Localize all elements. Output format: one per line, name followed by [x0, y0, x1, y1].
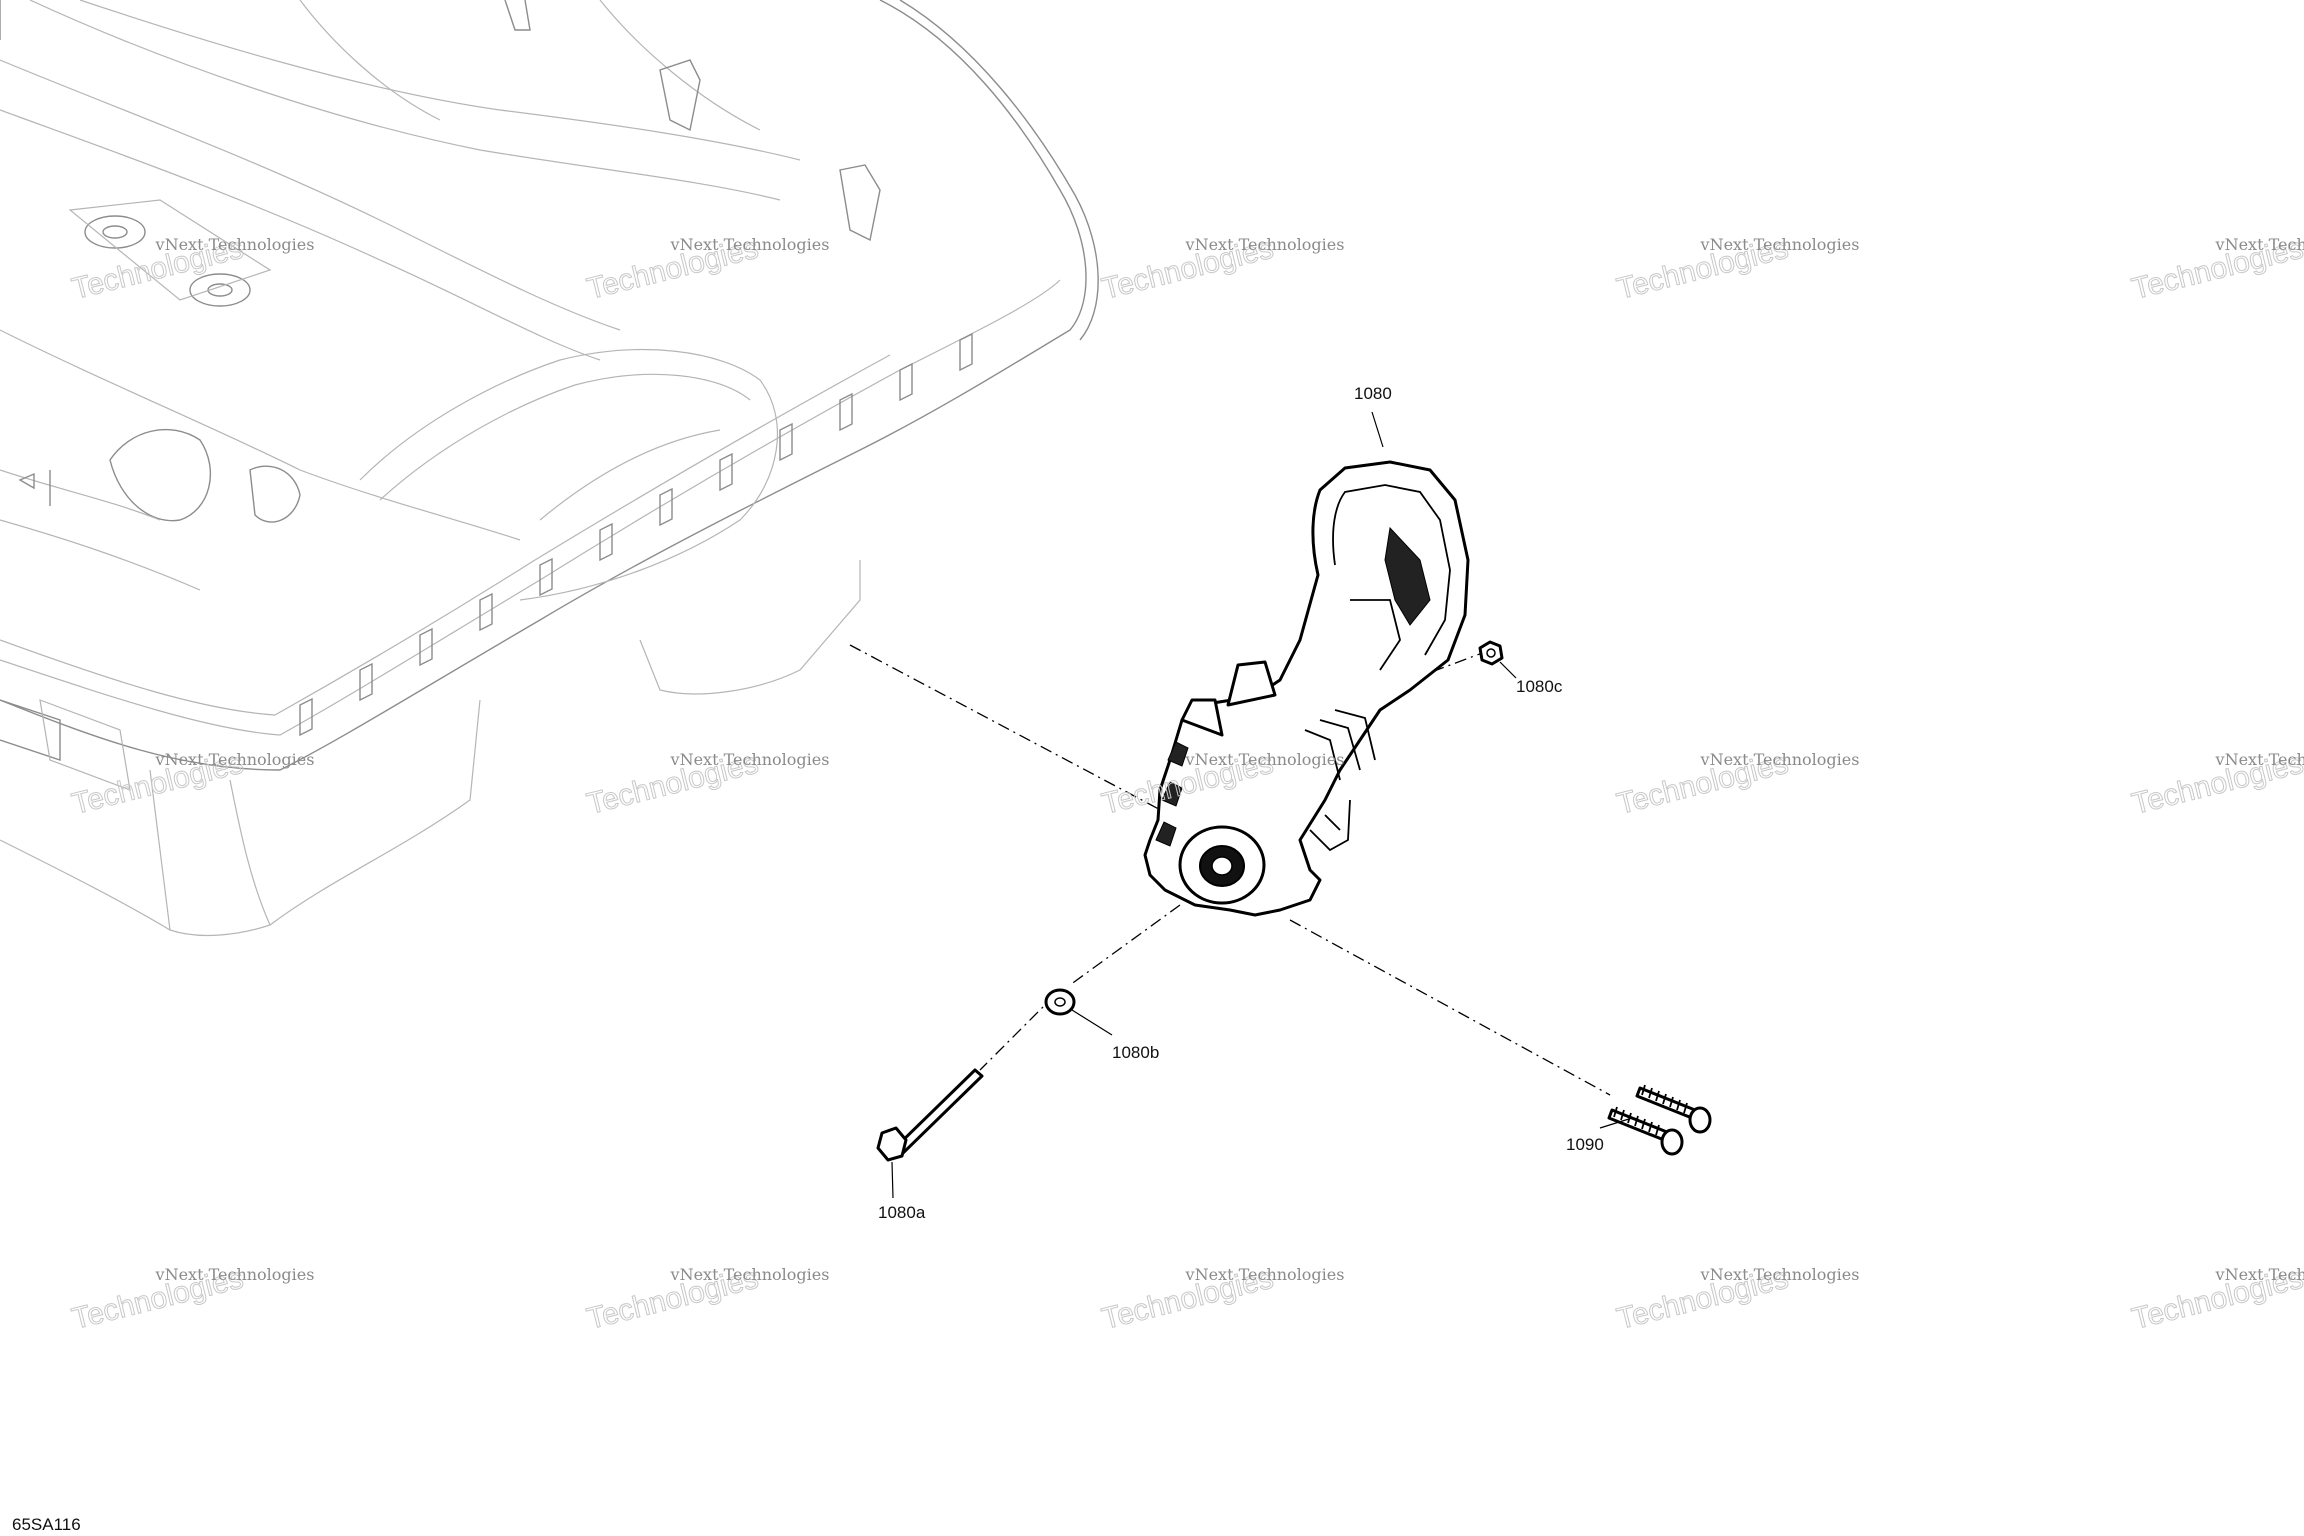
watermark-small-text: vNext Technologies: [155, 235, 315, 254]
part-1080b-washer: [1044, 988, 1076, 1016]
watermark-small-text: vNext Technologies: [155, 1265, 315, 1284]
part-1080a-bolt: [876, 1068, 984, 1162]
leader-lines: [891, 411, 1633, 1199]
watermark-small-text: vNext Technologies: [2215, 1265, 2304, 1284]
callout-labels: 1080 1080c 1080b 1080a 1090: [878, 384, 1604, 1222]
callout-1080c: 1080c: [1516, 677, 1563, 696]
watermark-small-text: vNext Technologies: [1185, 1265, 1345, 1284]
watermark-small-text: vNext Technologies: [2215, 750, 2304, 769]
callout-1080: 1080: [1354, 384, 1392, 403]
illustration-code: 65SA116: [12, 1515, 81, 1534]
part-1080c-nut: [1478, 640, 1504, 666]
watermark-small-text: vNext Technologies: [670, 750, 830, 769]
watermark-small-text: vNext Technologies: [1700, 750, 1860, 769]
watermark-small-text: vNext Technologies: [1700, 235, 1860, 254]
callout-1090: 1090: [1566, 1135, 1604, 1154]
watermark-small-text: vNext Technologies: [670, 1265, 830, 1284]
part-1090-screw-lower: [1607, 1106, 1684, 1156]
part-1090-screw-upper: [1635, 1084, 1712, 1134]
callout-1080b: 1080b: [1112, 1043, 1159, 1062]
watermark-small-text: vNext Technologies: [1185, 750, 1345, 769]
watermark-small-text: vNext Technologies: [670, 235, 830, 254]
watermark-small-text: vNext Technologies: [155, 750, 315, 769]
callout-1080a: 1080a: [878, 1203, 926, 1222]
watermark-small-text: vNext Technologies: [2215, 235, 2304, 254]
watermark-small-text: vNext Technologies: [1700, 1265, 1860, 1284]
background-body-assembly: [0, 0, 1099, 937]
watermark-small-text: vNext Technologies: [1185, 235, 1345, 254]
part-1080-bracket: [1143, 460, 1470, 917]
assembly-lines: [849, 644, 1611, 1096]
